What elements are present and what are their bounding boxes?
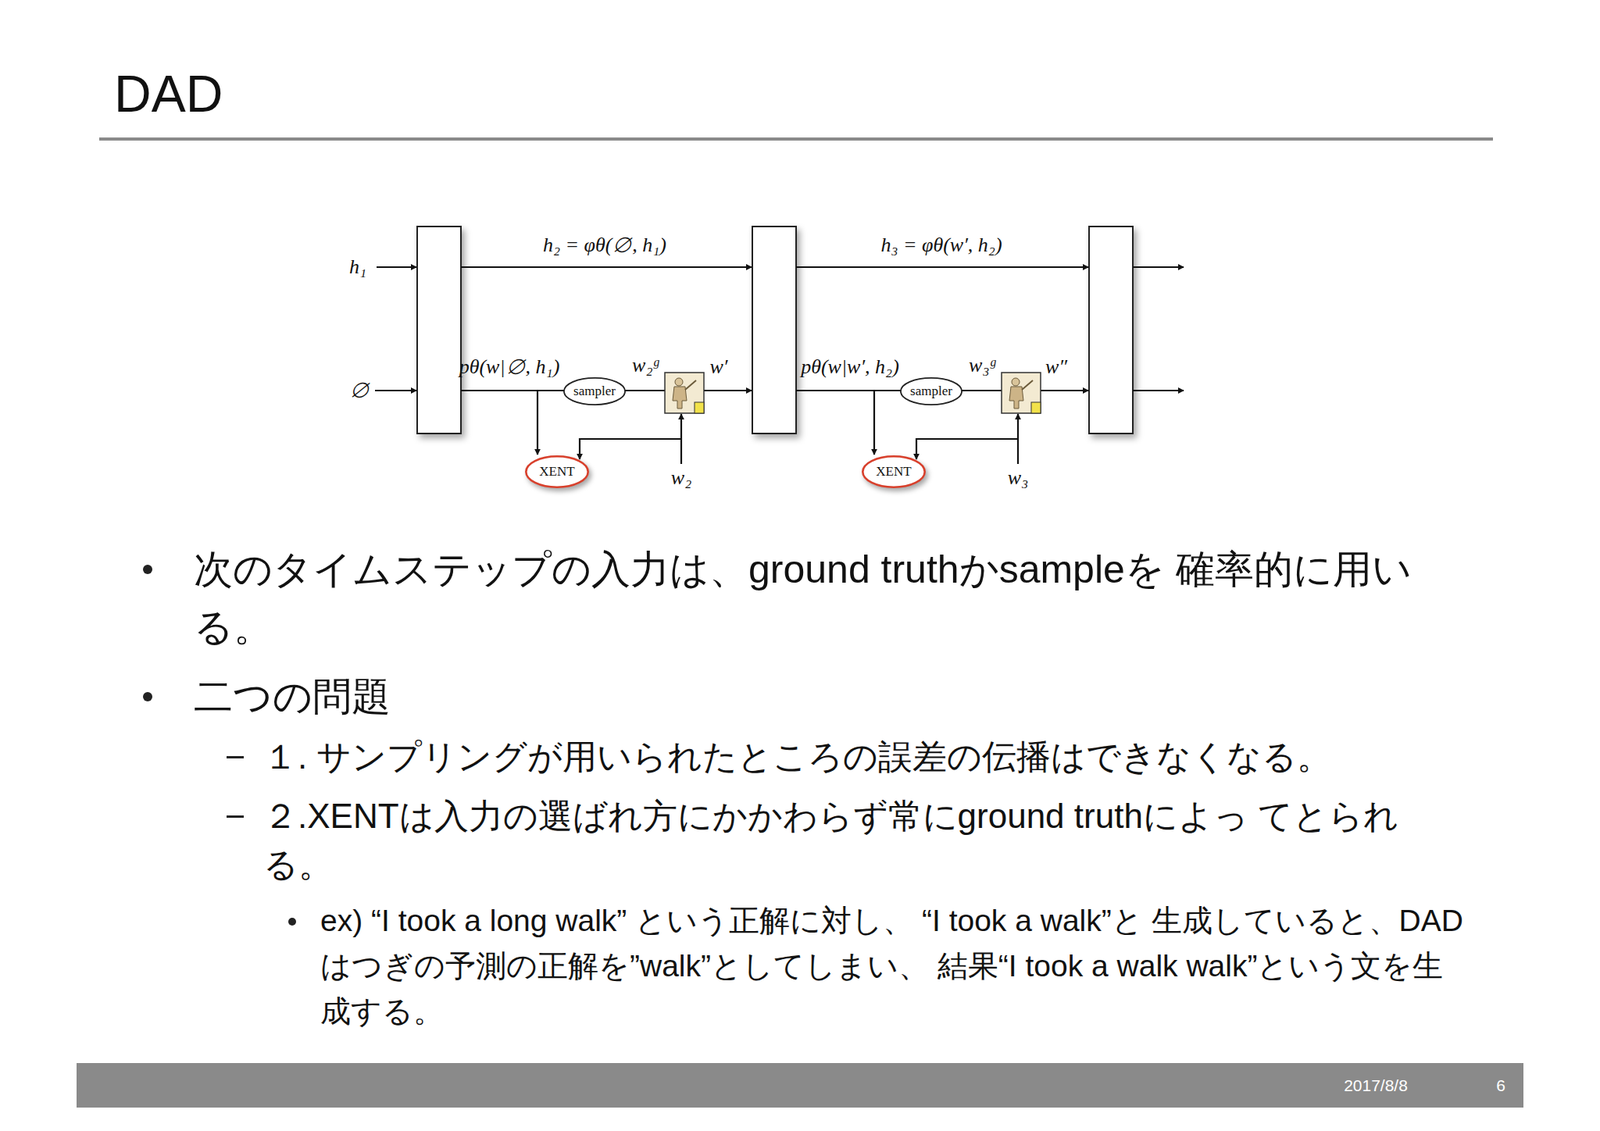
- arrow: [1132, 266, 1184, 268]
- footer-date: 2017/8/8: [1343, 1075, 1408, 1097]
- ellipse-shape: [900, 378, 962, 405]
- node-label: sampler: [573, 383, 616, 400]
- signal-name: w′: [707, 355, 729, 379]
- arrow: [536, 390, 539, 455]
- sampler-ellipse: sampler: [900, 377, 963, 406]
- teacher-icon: [664, 372, 704, 414]
- node-label: sampler: [910, 383, 953, 400]
- teacher-icon: [1001, 372, 1041, 414]
- loss-ellipse: XENT: [861, 455, 926, 489]
- bullet-dot: [142, 692, 153, 702]
- signal-name: w₂: [669, 466, 693, 490]
- formula-label: h₃ = φθ(w′, h₂): [878, 233, 1004, 258]
- formula-label: pθ(w|∅, h₁): [457, 355, 562, 379]
- rnn-block: [1089, 226, 1133, 434]
- arrow: [1040, 389, 1089, 392]
- arrow: [376, 266, 417, 268]
- bullet-dot: [288, 917, 297, 926]
- bullet-dash: [226, 815, 244, 818]
- node-label: XENT: [875, 464, 911, 480]
- sampler-ellipse: sampler: [563, 377, 626, 406]
- formula-label: pθ(w|w′, h₂): [799, 355, 901, 379]
- signal-name: w″: [1043, 355, 1069, 379]
- wires: [375, 267, 1184, 465]
- wire: [961, 389, 1002, 392]
- rnn-block: [417, 226, 461, 434]
- example-text: ex) “I took a long walk” という正解に対し、 “I to…: [320, 898, 1469, 1035]
- node-label: XENT: [539, 464, 575, 480]
- signal-name: ∅: [347, 378, 372, 403]
- slide-title: DAD: [114, 62, 223, 125]
- page-number: 6: [1496, 1075, 1506, 1097]
- arrow: [703, 389, 752, 392]
- arrow: [873, 390, 875, 455]
- bullet-text: 二つの問題: [193, 667, 1475, 726]
- rnn-block: [752, 226, 797, 434]
- formula-label: h₂ = φθ(∅, h₁): [541, 233, 668, 258]
- bullet-text: 次のタイムステップの入力は、ground truthかsampleを 確率的に用…: [193, 540, 1475, 657]
- ellipse-shape: [525, 456, 588, 487]
- wire: [625, 389, 665, 392]
- signal-name: w₃ᵍ: [967, 353, 997, 378]
- arrow: [796, 266, 1089, 268]
- ellipse-shape: [862, 456, 925, 487]
- sub-bullet-text: ２.XENTは入力の選ばれ方にかかわらず常にground truthによっ てと…: [263, 792, 1443, 890]
- signal-name: w₂ᵍ: [630, 353, 661, 378]
- arrow: [1132, 389, 1184, 392]
- bullet-dash: [226, 756, 244, 759]
- signal-name: h₁: [347, 255, 368, 279]
- loss-ellipse: XENT: [525, 455, 590, 489]
- bullet-dot: [142, 564, 153, 575]
- title-rule: [99, 137, 1493, 141]
- signal-name: w₃: [1006, 466, 1030, 490]
- arrow: [460, 266, 752, 268]
- footer-bar: [76, 1063, 1524, 1108]
- arrow: [579, 439, 682, 460]
- ellipse-shape: [564, 378, 625, 405]
- wire: [460, 389, 565, 392]
- arrow: [375, 389, 417, 392]
- wire: [796, 389, 901, 392]
- rnn-blocks: [417, 226, 1133, 434]
- arrow: [916, 439, 1018, 460]
- sub-bullet-text: １. サンプリングが用いられたところの誤差の伝播はできなくなる。: [263, 732, 1506, 782]
